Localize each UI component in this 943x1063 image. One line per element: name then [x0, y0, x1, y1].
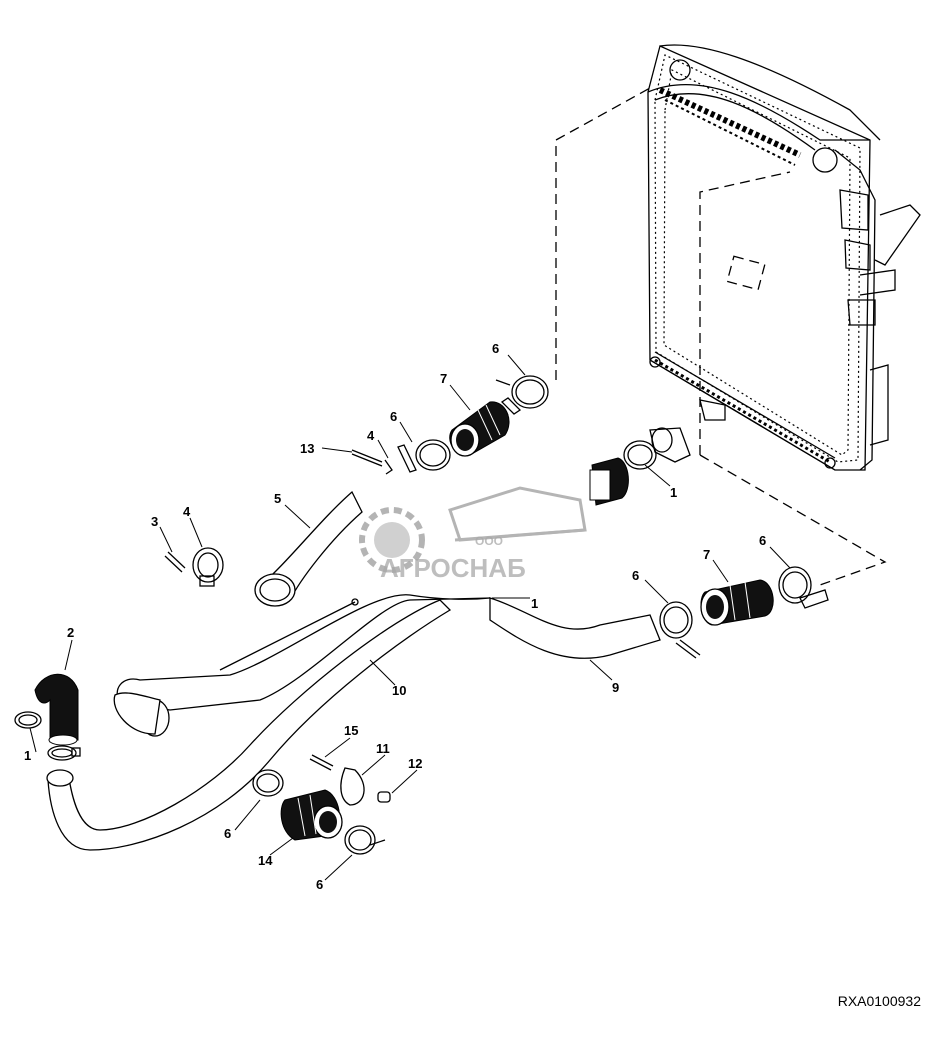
callout-1: 1 [531, 596, 538, 611]
upper-hose-group [351, 375, 549, 475]
callout-6: 6 [316, 877, 323, 892]
bracket-icon [340, 767, 365, 806]
right-hose-group [659, 566, 829, 659]
callout-6: 6 [224, 826, 231, 841]
callout-labels: 6 7 6 4 13 1 5 3 4 1 7 6 6 2 10 9 1 15 1… [24, 341, 766, 892]
callout-15: 15 [344, 723, 358, 738]
callout-9: 9 [612, 680, 619, 695]
left-hose-group [14, 673, 81, 761]
callout-7: 7 [440, 371, 447, 386]
charge-air-tubes [46, 594, 661, 851]
callout-1: 1 [670, 485, 677, 500]
callout-2: 2 [67, 625, 74, 640]
callout-4: 4 [367, 428, 375, 443]
connection-lines [555, 87, 887, 586]
callout-5: 5 [274, 491, 281, 506]
watermark-line2: АГРОСНАБ [380, 553, 526, 583]
spacer-icon [377, 791, 391, 803]
bolt-icon [351, 449, 383, 463]
leader-lines [29, 354, 791, 881]
clamp-icon [415, 439, 451, 471]
callout-11: 11 [376, 741, 390, 756]
core-tubes-top [658, 87, 802, 166]
callout-13: 13 [300, 441, 314, 456]
callout-4: 4 [183, 504, 191, 519]
clamp-group-left [164, 547, 224, 587]
callout-6: 6 [390, 409, 397, 424]
callout-12: 12 [408, 756, 422, 771]
reference-code: RXA0100932 [837, 993, 921, 1009]
hose-sleeve-icon [280, 789, 343, 841]
callout-3: 3 [151, 514, 158, 529]
callout-7: 7 [703, 547, 710, 562]
outlet-hose-group [589, 427, 691, 506]
lower-hose-group [252, 754, 391, 855]
callout-6: 6 [632, 568, 639, 583]
bolt-icon [167, 551, 186, 569]
hose-sleeve-icon [449, 401, 510, 457]
callout-1: 1 [24, 748, 31, 763]
hose-5 [254, 490, 363, 607]
watermark-line1: ООО [475, 534, 503, 548]
bolt-icon [311, 754, 334, 767]
clamp-icon [511, 375, 549, 409]
callout-10: 10 [392, 683, 406, 698]
radiator-assembly [647, 44, 921, 471]
callout-6: 6 [759, 533, 766, 548]
watermark-logo: ООО АГРОСНАБ [359, 486, 587, 583]
callout-14: 14 [258, 853, 273, 868]
hose-sleeve-icon [700, 579, 774, 626]
callout-6: 6 [492, 341, 499, 356]
